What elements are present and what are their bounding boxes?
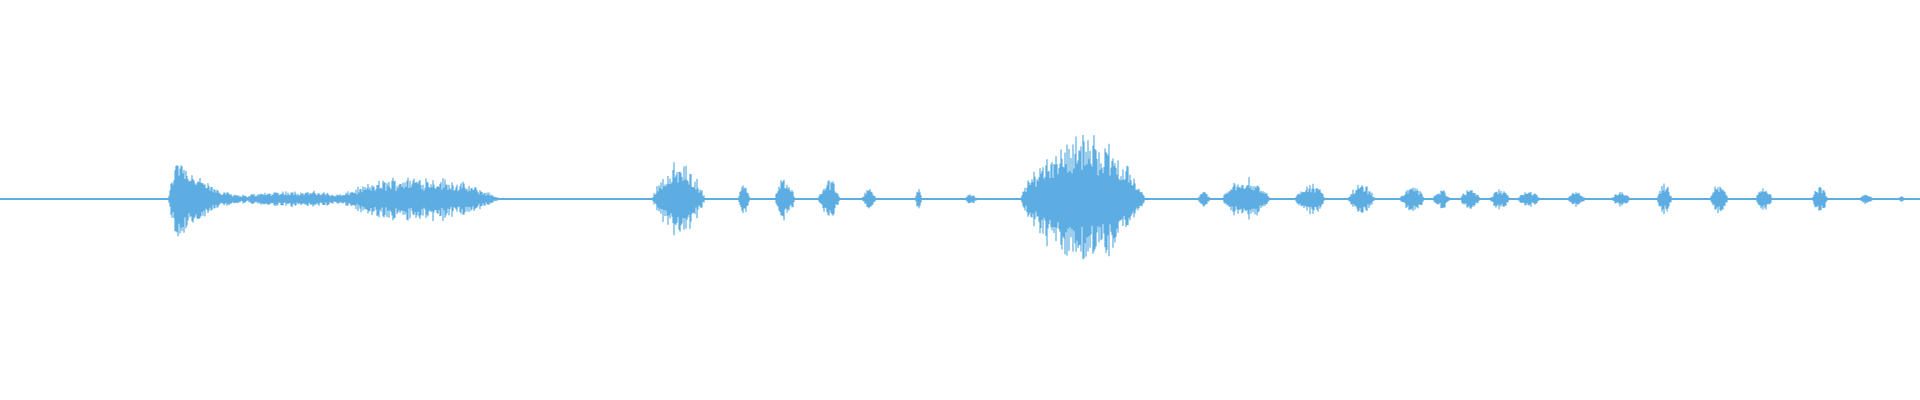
waveform-path — [168, 135, 1905, 260]
waveform-bars — [168, 135, 1905, 260]
